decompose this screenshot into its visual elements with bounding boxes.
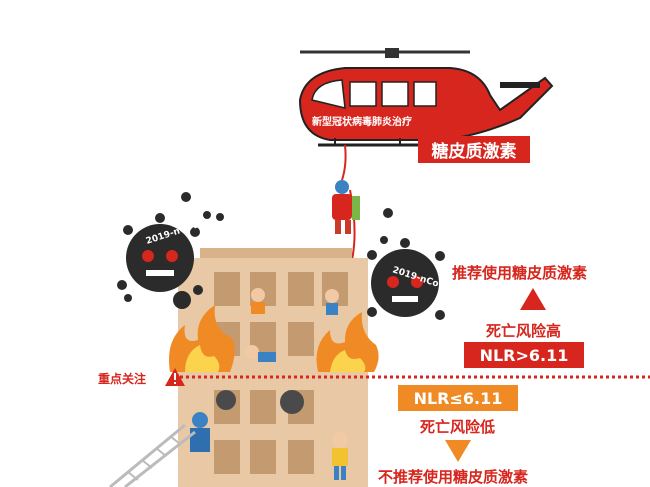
- person-window-2: [325, 289, 339, 315]
- high-risk-recommend: 推荐使用糖皮质激素: [452, 264, 588, 282]
- attention-label: 重点关注: [98, 372, 147, 386]
- virus-right: [367, 238, 445, 320]
- person-window-1: [251, 288, 265, 314]
- small-virus-1: [216, 390, 236, 410]
- warning-icon: [165, 368, 185, 386]
- low-risk-label: 死亡风险低: [420, 418, 496, 436]
- person-falling: [245, 345, 276, 362]
- small-virus-2: [280, 390, 304, 414]
- virus-left: [117, 213, 203, 295]
- rescuer-figure: [332, 180, 360, 234]
- fire-right: [316, 312, 379, 372]
- small-virus-3: [173, 291, 191, 309]
- low-risk-threshold: NLR≤6.11: [398, 385, 518, 411]
- high-risk-threshold: NLR>6.11: [464, 342, 584, 368]
- treatment-label-text: 糖皮质激素: [431, 142, 517, 162]
- firefighter: [190, 412, 210, 452]
- arrow-up-icon: [520, 288, 546, 310]
- low-risk-threshold-text: NLR≤6.11: [413, 388, 503, 408]
- arrow-down-icon: [445, 440, 471, 462]
- fire-left: [169, 305, 235, 372]
- person-climbing: [332, 432, 348, 480]
- high-risk-label: 死亡风险高: [486, 322, 562, 340]
- treatment-label: 糖皮质激素: [418, 136, 530, 163]
- helicopter-body-text: 新型冠状病毒肺炎治疗: [312, 115, 412, 128]
- ladder: [109, 423, 196, 487]
- high-risk-threshold-text: NLR>6.11: [479, 345, 569, 365]
- low-risk-recommend: 不推荐使用糖皮质激素: [378, 468, 529, 486]
